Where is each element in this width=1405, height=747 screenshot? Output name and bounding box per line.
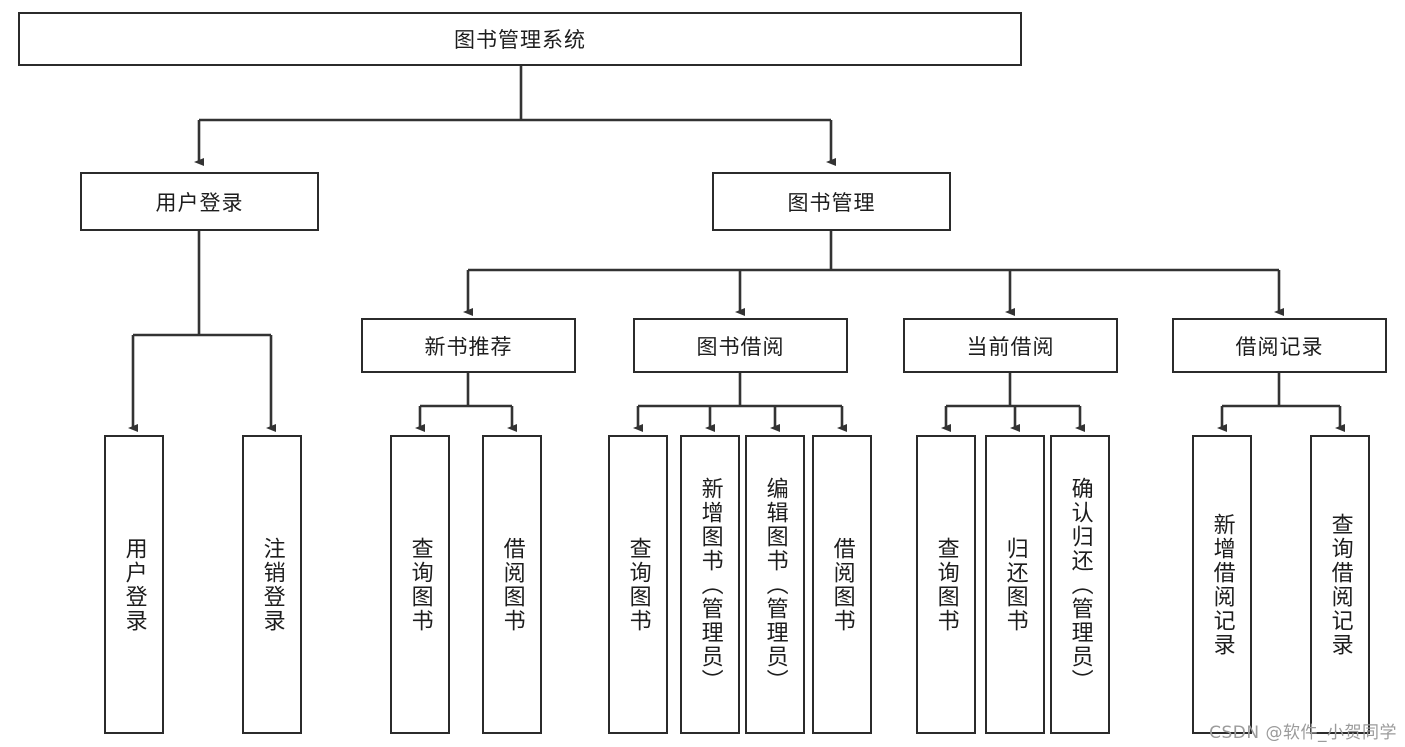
- node-root-label: 图书管理系统: [454, 28, 586, 52]
- node-leaf-bk-edit-label: 编辑图书（管理员）: [762, 476, 788, 693]
- node-leaf-bk-query-label: 查询图书: [625, 536, 651, 633]
- node-leaf-cur-return[interactable]: 归还图书: [985, 435, 1045, 734]
- node-current-borrow[interactable]: 当前借阅: [903, 318, 1118, 373]
- node-leaf-rec-query-label: 查询借阅记录: [1327, 512, 1353, 657]
- node-leaf-bk-add-label: 新增图书（管理员）: [697, 476, 723, 693]
- node-leaf-cur-query-label: 查询图书: [933, 536, 959, 633]
- node-book-borrow[interactable]: 图书借阅: [633, 318, 848, 373]
- csdn-watermark: CSDN @软件_小贺同学: [1209, 723, 1397, 743]
- node-leaf-rec-add[interactable]: 新增借阅记录: [1192, 435, 1252, 734]
- node-leaf-nb-borrow[interactable]: 借阅图书: [482, 435, 542, 734]
- node-leaf-rec-query[interactable]: 查询借阅记录: [1310, 435, 1370, 734]
- node-leaf-bk-borrow[interactable]: 借阅图书: [812, 435, 872, 734]
- node-borrow-records-label: 借阅记录: [1235, 334, 1324, 359]
- node-leaf-bk-borrow-label: 借阅图书: [829, 536, 855, 633]
- node-borrow-records[interactable]: 借阅记录: [1172, 318, 1387, 373]
- node-new-book-recommend[interactable]: 新书推荐: [361, 318, 576, 373]
- node-root[interactable]: 图书管理系统: [18, 12, 1022, 66]
- node-book-management[interactable]: 图书管理: [712, 172, 951, 231]
- node-leaf-nb-query-label: 查询图书: [407, 536, 433, 633]
- node-leaf-bk-query[interactable]: 查询图书: [608, 435, 668, 734]
- node-user-login[interactable]: 用户登录: [80, 172, 319, 231]
- node-leaf-user-logout-label: 注销登录: [259, 536, 285, 633]
- node-leaf-cur-confirm-label: 确认归还（管理员）: [1067, 476, 1093, 693]
- node-book-borrow-label: 图书借阅: [696, 334, 785, 359]
- node-leaf-user-logout[interactable]: 注销登录: [242, 435, 302, 734]
- node-book-management-label: 图书管理: [787, 190, 876, 215]
- node-leaf-bk-add[interactable]: 新增图书（管理员）: [680, 435, 740, 734]
- node-leaf-user-login-label: 用户登录: [121, 536, 147, 633]
- node-leaf-cur-query[interactable]: 查询图书: [916, 435, 976, 734]
- node-leaf-bk-edit[interactable]: 编辑图书（管理员）: [745, 435, 805, 734]
- node-leaf-cur-return-label: 归还图书: [1002, 536, 1028, 633]
- node-leaf-cur-confirm[interactable]: 确认归还（管理员）: [1050, 435, 1110, 734]
- node-current-borrow-label: 当前借阅: [966, 334, 1055, 359]
- node-leaf-rec-add-label: 新增借阅记录: [1209, 512, 1235, 657]
- node-new-book-recommend-label: 新书推荐: [424, 334, 513, 359]
- node-leaf-nb-borrow-label: 借阅图书: [499, 536, 525, 633]
- node-leaf-user-login[interactable]: 用户登录: [104, 435, 164, 734]
- node-leaf-nb-query[interactable]: 查询图书: [390, 435, 450, 734]
- node-user-login-label: 用户登录: [155, 190, 244, 215]
